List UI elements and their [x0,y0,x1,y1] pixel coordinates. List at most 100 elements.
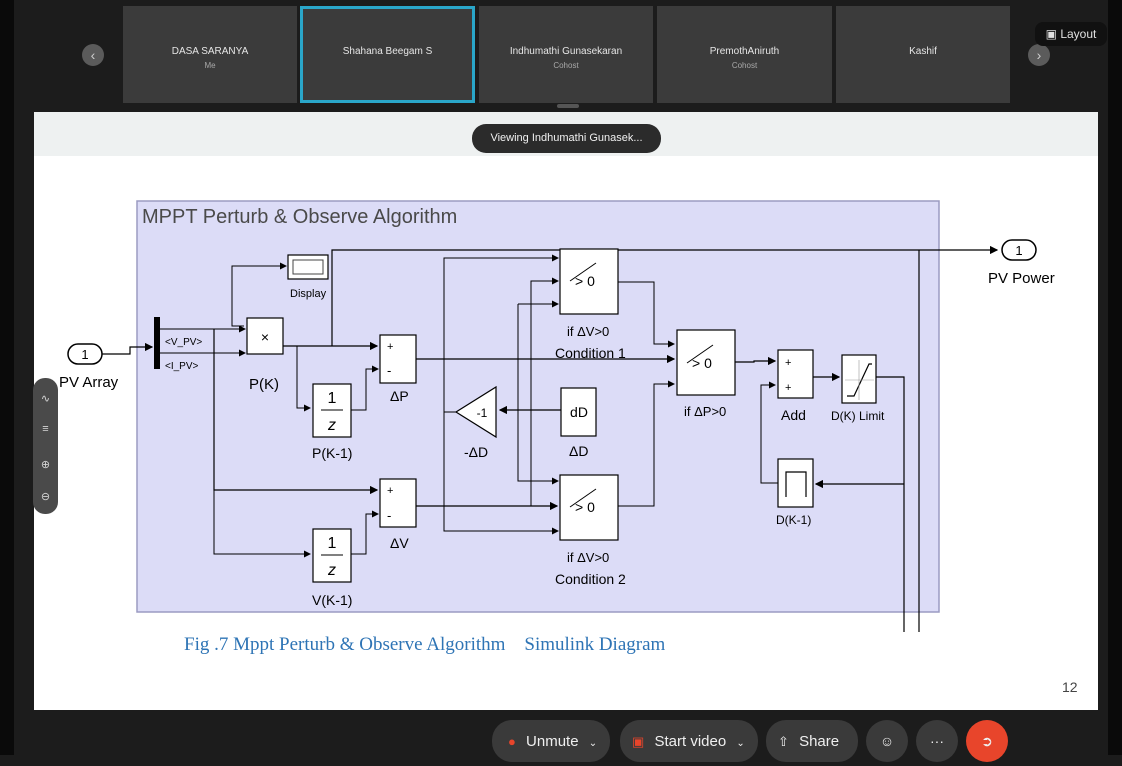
outport-number: 1 [1015,243,1022,258]
strip-drag-handle[interactable] [557,104,579,108]
delay-v-label: V(K-1) [312,592,352,608]
svg-text:> 0: > 0 [692,355,712,371]
gain-block [454,385,497,439]
viewing-banner: Viewing Indhumathi Gunasek... [472,124,661,153]
share-icon: ⇧ [778,734,789,749]
dv-label: ΔV [390,535,409,551]
participant-role: Me [204,61,216,70]
page-number: 12 [1062,679,1078,695]
start-video-button[interactable]: ▣ Start video ⌄ [620,720,758,762]
participant-name: Kashif [909,46,937,57]
start-video-label: Start video [654,733,727,750]
layout-label: Layout [1060,27,1097,41]
right-edge [1108,0,1122,755]
participant-role: Cohost [731,61,758,70]
unmute-label: Unmute [526,733,579,750]
participant-role: Cohost [553,61,579,70]
share-button[interactable]: ⇧ Share [766,720,858,762]
layout-icon: ▣ [1045,27,1057,41]
chevron-down-icon[interactable]: ⌄ [588,738,598,749]
svg-text:+: + [785,382,791,394]
participant-tile[interactable]: Indhumathi Gunasekaran Cohost [479,6,653,103]
participant-tile[interactable]: PremothAniruth Cohost [657,6,832,103]
svg-text:z: z [327,562,336,579]
dp-label: ΔP [390,388,409,404]
svg-text:+: + [387,341,393,353]
leave-button[interactable]: ➲ [966,720,1008,762]
svg-text:z: z [327,417,336,434]
svg-text:> 0: > 0 [575,273,595,289]
pv-array-label: PV Array [59,374,119,391]
switch-2 [559,474,619,541]
gain-label: -ΔD [464,444,488,460]
inport-number: 1 [81,347,88,362]
bus-i-label: <I_PV> [165,361,199,372]
svg-text:-: - [387,363,391,378]
video-off-icon: ▣ [632,734,645,749]
svg-text:1: 1 [328,390,337,407]
switch1-label: Condition 1 [555,345,626,361]
svg-text:dD: dD [570,404,588,420]
product-block [246,317,284,355]
participant-name: Shahana Beegam S [342,46,433,57]
svg-text:+: + [387,485,393,497]
pv-power-outport [1001,239,1037,261]
more-button[interactable]: ··· [916,720,958,762]
add-block [777,349,814,399]
leave-icon: ➲ [981,733,993,749]
constant-block [560,387,597,437]
memory-block [777,458,814,508]
bus-selector [154,317,160,369]
next-arrow-button[interactable]: › [1028,44,1050,66]
switch-3 [676,329,736,396]
switch2-cond: if ΔV>0 [567,550,609,565]
dk1-label: D(K-1) [776,513,811,527]
switch3-cond: if ΔP>0 [684,404,726,419]
pv-power-label: PV Power [988,270,1055,287]
sat-label: D(K) Limit [831,409,885,423]
participant-name: Indhumathi Gunasekaran [509,46,623,57]
pen-icon[interactable]: ∿ [40,393,51,405]
sum-dp [379,334,417,384]
more-icon: ··· [930,733,944,749]
mic-muted-icon: ● [508,734,516,749]
svg-text:+: + [785,357,791,369]
unmute-button[interactable]: ● Unmute ⌄ [492,720,610,762]
participant-tile-active[interactable]: Shahana Beegam S [300,6,475,103]
zoom-in-icon[interactable]: ⊕ [40,459,51,471]
eraser-icon[interactable]: ≡ [42,423,49,435]
simulink-diagram: MPPT Perturb & Observe Algorithm 1 PV Ar… [59,200,1055,632]
share-label: Share [799,733,840,750]
display-label: Display [290,288,327,300]
annotation-toolbar: ∿ ≡ ⊕ ⊖ [33,378,58,514]
product-label: P(K) [249,376,279,393]
reactions-button[interactable]: ☺ [866,720,908,762]
diagram-area [136,200,940,613]
smiley-icon: ☺ [879,733,895,749]
svg-text:-: - [387,508,391,523]
layout-button[interactable]: ▣ Layout [1035,22,1107,46]
product-symbol: × [261,329,269,345]
add-label: Add [781,407,806,423]
diagram-title: MPPT Perturb & Observe Algorithm [142,206,457,228]
left-edge [0,0,14,755]
participant-tile[interactable]: DASA SARANYA Me [123,6,297,103]
participant-name: DASA SARANYA [171,46,249,57]
switch2-label: Condition 2 [555,571,626,587]
prev-arrow-button[interactable]: ‹ [82,44,104,66]
participant-tile[interactable]: Kashif [836,6,1010,103]
sum-dv [379,478,417,528]
zoom-out-icon[interactable]: ⊖ [40,491,51,503]
gain-value: -1 [477,406,488,420]
participant-name: PremothAniruth [709,46,780,57]
switch-1 [559,248,619,315]
svg-text:1: 1 [328,535,337,552]
bus-v-label: <V_PV> [165,337,202,348]
shared-screen: MPPT Perturb & Observe Algorithm 1 PV Ar… [34,112,1098,710]
figure-caption: Fig .7 Mppt Perturb & Observe Algorithm … [184,634,666,655]
delay-p-label: P(K-1) [312,445,352,461]
constant-label: ΔD [569,443,588,459]
svg-text:> 0: > 0 [575,499,595,515]
chevron-down-icon[interactable]: ⌄ [736,738,745,749]
switch1-cond: if ΔV>0 [567,324,609,339]
